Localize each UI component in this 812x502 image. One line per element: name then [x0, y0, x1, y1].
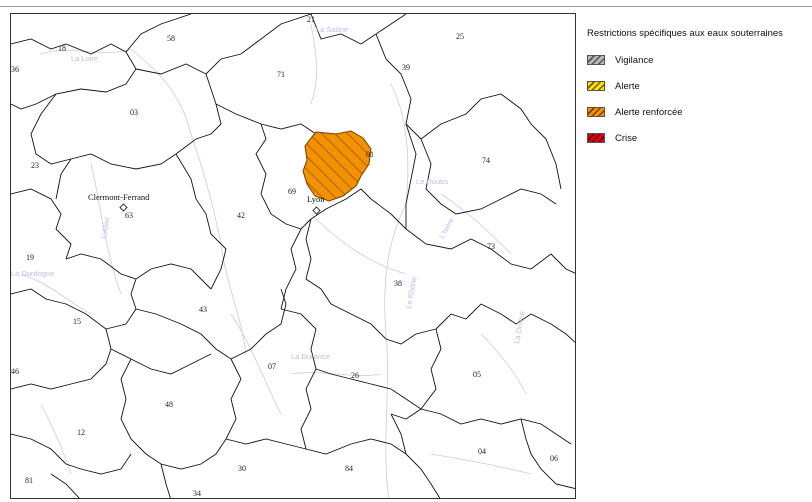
river-label: Le Rhône	[404, 276, 419, 310]
department-label: 15	[73, 317, 81, 326]
department-label: 21	[307, 15, 315, 24]
legend-item-alerte-renforcee: Alerte renforcée	[587, 99, 807, 125]
header-divider	[0, 6, 812, 7]
department-label: 25	[456, 32, 464, 41]
river-label: Le Doubs	[416, 177, 448, 186]
city-marker-icon	[119, 203, 128, 212]
city-label: Clermont-Ferrand	[88, 192, 150, 202]
legend-title: Restrictions spécifiques aux eaux souter…	[587, 28, 783, 39]
department-label: 34	[193, 489, 201, 498]
department-label: 71	[277, 70, 285, 79]
department-label: 26	[351, 371, 359, 380]
river-label: La Saône	[316, 25, 348, 34]
department-label: 73	[487, 242, 495, 251]
department-label: 81	[25, 476, 33, 485]
department-label: 07	[268, 362, 276, 371]
department-label: 01	[366, 150, 374, 159]
map-panel[interactable]: 18 58 21 25 36 71 39 03 01 23 74 69 42 6…	[10, 13, 576, 499]
department-label: 38	[394, 279, 402, 288]
department-labels: 18 58 21 25 36 71 39 03 01 23 74 69 42 6…	[11, 15, 558, 498]
department-label: 42	[237, 211, 245, 220]
department-label: 74	[482, 156, 490, 165]
river-network	[20, 23, 532, 498]
department-label: 12	[77, 428, 85, 437]
river-label: La Drôme	[512, 310, 527, 344]
river-label: La Durance	[291, 352, 330, 361]
department-label: 46	[11, 367, 19, 376]
department-label: 30	[238, 464, 246, 473]
department-label: 04	[478, 447, 486, 456]
legend-swatch-icon	[587, 133, 605, 143]
department-label: 48	[165, 400, 173, 409]
department-label: 19	[26, 253, 34, 262]
city-markers: Clermont-Ferrand Lyon	[88, 192, 325, 215]
city-marker-icon	[312, 206, 321, 215]
legend-item-alerte: Alerte	[587, 73, 807, 99]
department-label: 36	[11, 65, 19, 74]
city-label: Lyon	[307, 194, 325, 204]
highlighted-department-01[interactable]	[302, 130, 372, 202]
department-label: 39	[402, 63, 410, 72]
legend-swatch-icon	[587, 81, 605, 91]
department-label: 05	[473, 370, 481, 379]
river-label: L'Isère	[437, 216, 456, 240]
department-label: 03	[130, 108, 138, 117]
legend-item-crise: Crise	[587, 125, 807, 151]
river-label: La Loire	[71, 54, 98, 63]
department-label: 84	[345, 464, 353, 473]
department-label: 06	[550, 454, 558, 463]
legend-swatch-icon	[587, 55, 605, 65]
map-canvas[interactable]: 18 58 21 25 36 71 39 03 01 23 74 69 42 6…	[11, 14, 576, 499]
department-label: 63	[125, 211, 133, 220]
legend-label: Crise	[615, 132, 638, 144]
legend-item-vigilance: Vigilance	[587, 47, 807, 73]
river-label: L'Allier	[99, 215, 112, 239]
department-label: 18	[58, 44, 66, 53]
department-label: 69	[288, 187, 296, 196]
legend-label: Alerte	[615, 80, 640, 92]
department-label: 58	[167, 34, 175, 43]
legend-label: Vigilance	[615, 54, 654, 66]
department-borders	[11, 14, 575, 498]
department-label: 23	[31, 161, 39, 170]
legend-label: Alerte renforcée	[615, 106, 683, 118]
river-label: La Dordogne	[11, 269, 54, 278]
legend: Restrictions spécifiques aux eaux souter…	[587, 28, 807, 151]
legend-swatch-icon	[587, 107, 605, 117]
department-label: 43	[199, 305, 207, 314]
